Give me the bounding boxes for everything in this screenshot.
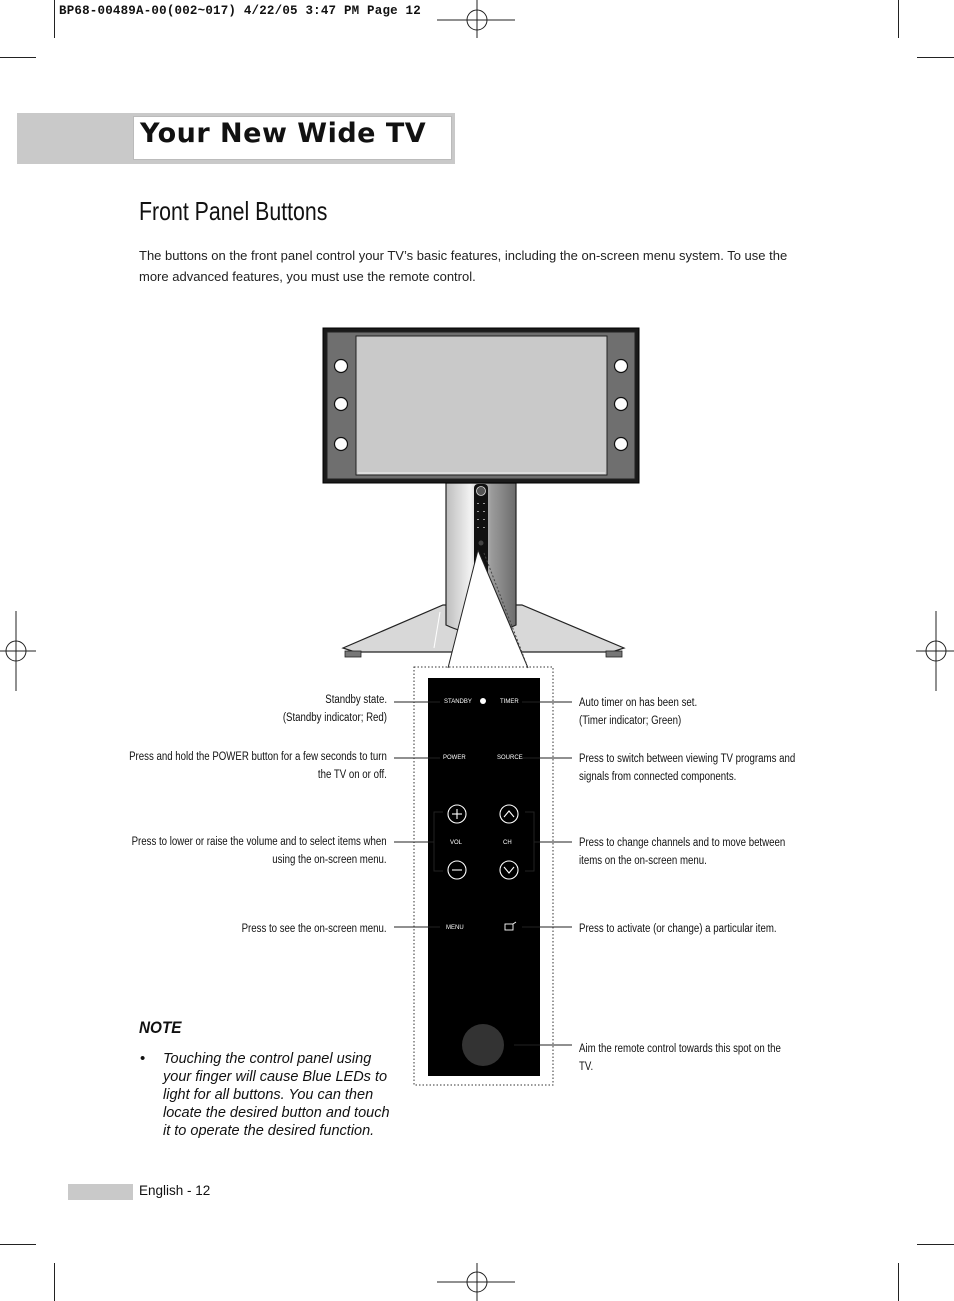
callout-volume: Press to lower or raise the volume and t…: [131, 836, 387, 866]
print-slug: BP68-00489A-00(002~017) 4/22/05 3:47 PM …: [59, 4, 421, 18]
note-bullet: •: [140, 1050, 146, 1067]
callout-menu: Press to see the on-screen menu.: [242, 923, 387, 935]
crop-mark: [898, 0, 899, 38]
page-title: Your New Wide TV: [140, 118, 427, 149]
crop-mark: [917, 1244, 954, 1245]
crop-mark: [917, 57, 954, 58]
speaker-icon: [333, 358, 629, 452]
panel-label-source: SOURCE: [497, 755, 523, 761]
enter-icon: [504, 921, 517, 931]
remote-sensor-icon: [462, 1024, 504, 1066]
page-number: English - 12: [139, 1183, 211, 1198]
tv-base-foot: [344, 650, 362, 658]
panel-label-ch: CH: [503, 840, 512, 846]
footer-bar: [68, 1184, 133, 1200]
header-box: [133, 116, 452, 160]
callout-timer: Auto timer on has been set. (Timer indic…: [579, 697, 698, 727]
panel-label-vol: VOL: [450, 840, 463, 846]
note-title: NOTE: [139, 1018, 182, 1037]
crop-mark: [54, 0, 55, 38]
zoom-callout-wedge: [448, 550, 528, 668]
standby-indicator-icon: [480, 698, 486, 704]
ch-up-icon: [499, 804, 519, 824]
crop-mark: [0, 1244, 36, 1245]
crop-mark: [898, 1263, 899, 1301]
zoom-box: [413, 666, 554, 1086]
tv-base-foot: [605, 650, 623, 658]
leader-line: [514, 701, 572, 1046]
control-panel: [428, 678, 540, 1076]
crop-mark: [54, 1263, 55, 1301]
intro-paragraph: The buttons on the front panel control y…: [139, 248, 788, 284]
section-title: Front Panel Buttons: [139, 196, 328, 226]
panel-label-standby: STANDBY: [444, 699, 472, 705]
tv-screen: [355, 335, 608, 476]
vol-up-icon: [447, 804, 467, 824]
crop-mark: [0, 57, 36, 58]
callout-standby: Standby state. (Standby indicator; Red): [282, 694, 387, 724]
panel-label-power: POWER: [443, 755, 466, 761]
ch-down-icon: [499, 860, 519, 880]
callout-power: Press and hold the POWER button for a fe…: [129, 751, 387, 781]
panel-label-menu: MENU: [446, 925, 464, 931]
callout-remote-sensor: Aim the remote control towards this spot…: [579, 1043, 781, 1073]
note-text: Touching the control panel using your fi…: [163, 1051, 390, 1139]
callout-enter: Press to activate (or change) a particul…: [579, 923, 777, 935]
callout-channel: Press to change channels and to move bet…: [579, 837, 786, 867]
vol-down-icon: [447, 860, 467, 880]
callout-source: Press to switch between viewing TV progr…: [579, 753, 796, 783]
panel-label-timer: TIMER: [500, 699, 519, 705]
leader-line: [394, 701, 443, 928]
